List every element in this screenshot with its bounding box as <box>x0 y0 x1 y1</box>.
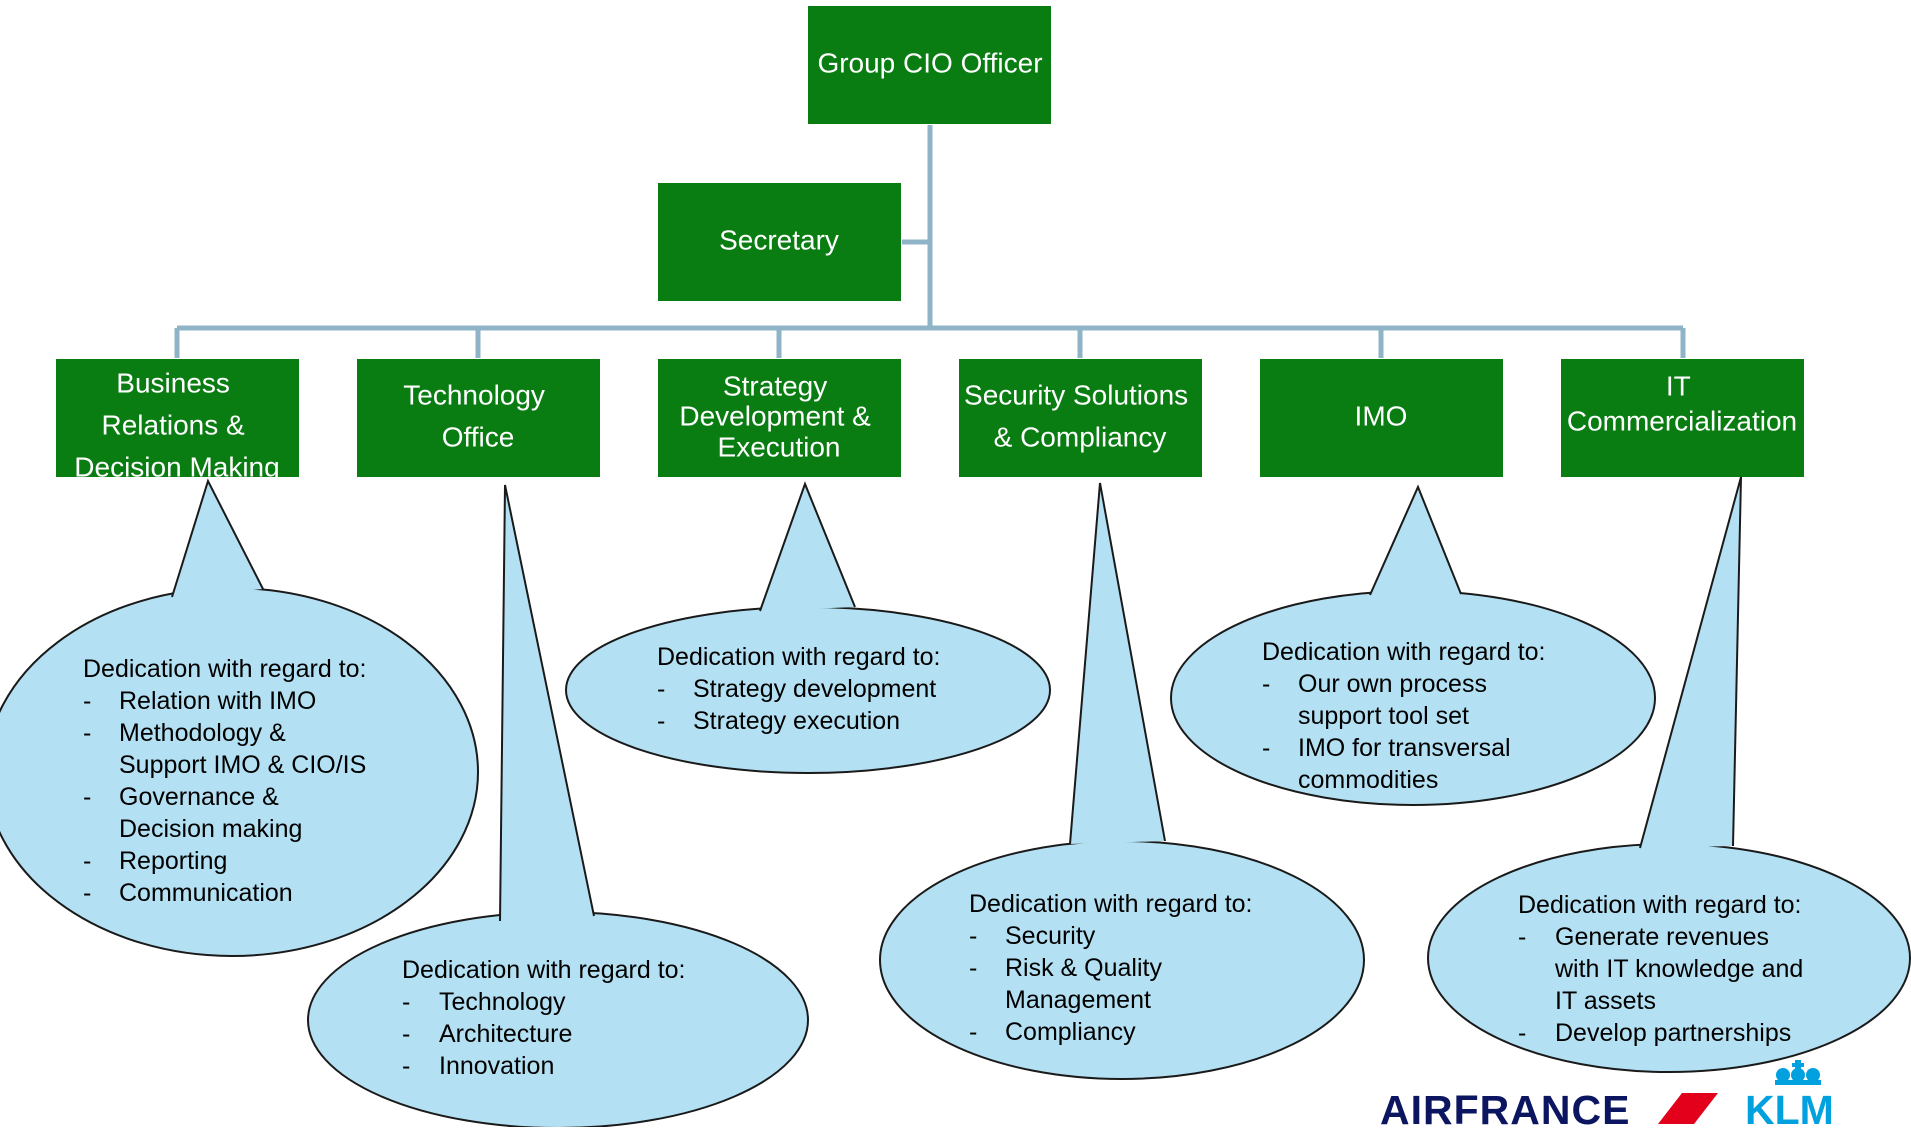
callout-2-text: Dedication with regard to: - Technology … <box>402 956 692 1080</box>
node-department-1: Business Relations & Decision Making <box>56 359 299 482</box>
node-group-cio: Group CIO Officer <box>808 6 1051 124</box>
callout-5-text: Dedication with regard to: - Our own pro… <box>1262 638 1552 794</box>
connector-lines <box>174 125 1686 358</box>
node-department-6-label: IT Commercialization <box>1567 363 1797 436</box>
callout-4-text: Dedication with regard to: - Security - … <box>969 890 1259 1046</box>
callout-bubble-3: Dedication with regard to: - Strategy de… <box>565 481 1051 774</box>
node-department-3: Strategy Development & Execution <box>658 359 901 477</box>
airfrance-klm-logo: AIRFRANCE KLM <box>1380 1060 1834 1132</box>
node-secretary-label: Secretary <box>719 224 839 255</box>
node-department-4: Security Solutions & Compliancy <box>959 359 1202 477</box>
node-department-1-label: Business Relations & Decision Making <box>74 360 279 482</box>
callout-bubble-5: Dedication with regard to: - Our own pro… <box>1170 484 1656 806</box>
klm-crown-icon <box>1775 1060 1821 1085</box>
callout-bubble-6: Dedication with regard to: - Generate re… <box>1427 476 1911 1073</box>
callout-bubble-4: Dedication with regard to: - Security - … <box>879 482 1365 1080</box>
node-department-2: Technology Office <box>357 359 600 477</box>
airfrance-wordmark: AIRFRANCE <box>1380 1087 1630 1127</box>
node-group-cio-label: Group CIO Officer <box>817 47 1042 78</box>
node-secretary: Secretary <box>658 183 901 301</box>
node-department-5-label: IMO <box>1355 400 1408 431</box>
callout-bubble-2: Dedication with regard to: - Technology … <box>307 484 809 1129</box>
callout-1-text: Dedication with regard to: - Relation wi… <box>83 655 373 907</box>
node-department-6: IT Commercialization <box>1561 359 1804 477</box>
node-department-3-label: Strategy Development & Execution <box>679 363 878 462</box>
callout-3-text: Dedication with regard to: - Strategy de… <box>657 643 947 735</box>
callout-6-text: Dedication with regard to: - Generate re… <box>1518 891 1810 1047</box>
node-department-5: IMO <box>1260 359 1503 477</box>
callout-bubble-1: Dedication with regard to: - Relation wi… <box>0 478 479 957</box>
node-department-4-label: Security Solutions & Compliancy <box>964 372 1196 452</box>
klm-wordmark: KLM <box>1745 1087 1834 1127</box>
airfrance-stripe-icon <box>1658 1093 1718 1124</box>
node-department-2-label: Technology Office <box>403 372 552 452</box>
